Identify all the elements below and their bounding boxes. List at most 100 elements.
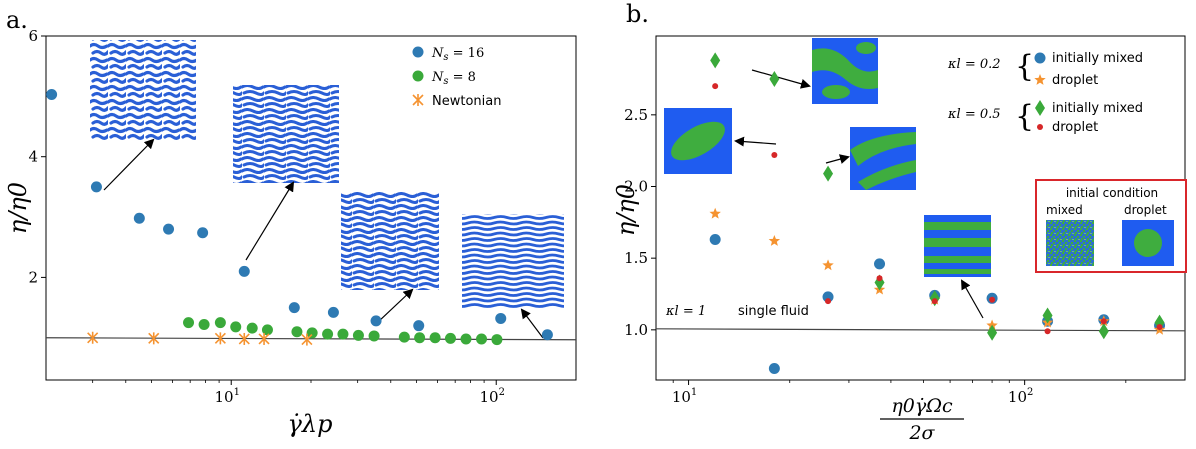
- data-point: [825, 298, 832, 305]
- inset-arrow-3: [377, 288, 414, 323]
- data-point: [337, 328, 349, 340]
- data-point: [197, 227, 209, 239]
- x-tick-label: 102: [1008, 387, 1033, 406]
- data-point: [987, 324, 998, 341]
- legend-marker-ns16: [412, 46, 424, 58]
- b-arrow-blob: [751, 69, 811, 89]
- data-point: [1042, 307, 1053, 324]
- panel-a-legend: Ns = 16 Ns = 8 Newtonian: [412, 46, 501, 109]
- y-tick-label: 2.0: [624, 178, 648, 196]
- legend-kappa-02: κl = 0.2: [947, 57, 1001, 72]
- b-arrow-band2: [961, 279, 984, 319]
- legend-brace-2: {: [1015, 99, 1034, 134]
- data-point: [414, 332, 426, 344]
- data-point: [822, 259, 834, 271]
- panel-b-ylabel: η/η0: [612, 184, 640, 236]
- legend-label-k05-mixed: initially mixed: [1052, 101, 1143, 116]
- data-point: [709, 234, 721, 246]
- data-point: [258, 332, 270, 345]
- kappa-one-label: κl = 1: [665, 304, 706, 319]
- panel-b-legend: κl = 0.2 { initially mixed droplet κl = …: [947, 49, 1143, 135]
- inset-arrow-1: [103, 138, 155, 191]
- data-point: [476, 333, 488, 345]
- data-point: [1156, 323, 1163, 330]
- y-tick-label: 1.0: [624, 321, 648, 339]
- data-point: [370, 315, 382, 327]
- data-point: [214, 317, 226, 329]
- y-tick-label: 2: [28, 268, 38, 286]
- snapshot-inset-2: [233, 85, 339, 183]
- legend-marker-newtonian: [412, 94, 424, 106]
- data-point: [822, 291, 834, 303]
- data-point: [541, 329, 553, 341]
- data-point: [198, 318, 210, 330]
- data-point: [874, 258, 886, 270]
- band-snapshot-inset-2: [924, 215, 991, 277]
- data-point: [133, 212, 145, 224]
- legend-label-k05-droplet: droplet: [1052, 120, 1098, 135]
- data-point: [491, 334, 503, 346]
- initial-droplet-circle: [1134, 229, 1162, 257]
- legend-marker-k05-mixed: [1035, 100, 1045, 116]
- data-point: [768, 234, 781, 246]
- snapshot-inset-4: [462, 214, 564, 308]
- data-point: [238, 265, 250, 277]
- y-tick-label: 1.5: [624, 249, 648, 267]
- legend-marker-k05-droplet: [1037, 124, 1043, 130]
- data-point: [238, 332, 250, 345]
- inset-arrow-2: [245, 181, 295, 261]
- initial-condition-droplet-label: droplet: [1124, 203, 1167, 217]
- panel-a-xlabel: γ̇λp: [288, 410, 333, 438]
- data-point: [712, 83, 719, 90]
- legend-label-newtonian: Newtonian: [432, 94, 501, 109]
- snapshot-inset-3: [341, 192, 439, 290]
- legend-label-k02-droplet: droplet: [1052, 73, 1098, 88]
- panel-b-xlabel-numerator: η0γ̇Ωc: [891, 395, 953, 417]
- y-tick-label: 2.5: [624, 106, 648, 124]
- panel-b-data-points: [709, 52, 1166, 375]
- data-point: [495, 312, 507, 324]
- data-point: [709, 207, 721, 219]
- data-point: [261, 324, 273, 336]
- data-point: [989, 296, 996, 303]
- data-point: [163, 223, 175, 235]
- data-point: [368, 330, 380, 342]
- snapshot-inset-1: [90, 40, 196, 140]
- data-point: [768, 363, 780, 375]
- data-point: [771, 151, 778, 158]
- panel-b-letter: b.: [626, 0, 649, 28]
- data-point: [931, 298, 938, 305]
- initial-condition-title: initial condition: [1066, 186, 1158, 200]
- data-point: [1100, 318, 1107, 325]
- data-point: [230, 321, 242, 333]
- panel-a-letter: a.: [6, 6, 28, 34]
- inset-arrow-4: [520, 308, 544, 339]
- data-point: [460, 333, 472, 345]
- data-point: [301, 333, 313, 346]
- data-point: [413, 320, 425, 332]
- data-point: [87, 331, 99, 344]
- panel-b-xlabel-denominator: 2σ: [908, 422, 935, 444]
- droplet-snapshot-inset: [664, 108, 732, 174]
- legend-kappa-05: κl = 0.5: [947, 107, 1001, 122]
- data-point: [46, 89, 58, 101]
- x-tick-label: 101: [214, 387, 239, 406]
- y-tick-label: 6: [28, 27, 38, 45]
- legend-label-ns16: Ns = 16: [431, 46, 484, 63]
- data-point: [148, 332, 160, 345]
- data-point: [823, 165, 834, 182]
- panel-a-data-points: [46, 89, 553, 346]
- data-point: [322, 328, 334, 340]
- blob-snapshot-inset: [812, 38, 878, 104]
- panel-a-ylabel: η/η0: [4, 182, 32, 234]
- initial-condition-mixed-label: mixed: [1046, 203, 1083, 217]
- legend-label-ns8: Ns = 8: [431, 70, 476, 87]
- data-point: [288, 302, 300, 314]
- data-point: [710, 52, 721, 69]
- data-point: [429, 332, 441, 344]
- b-arrow-band1: [825, 154, 850, 164]
